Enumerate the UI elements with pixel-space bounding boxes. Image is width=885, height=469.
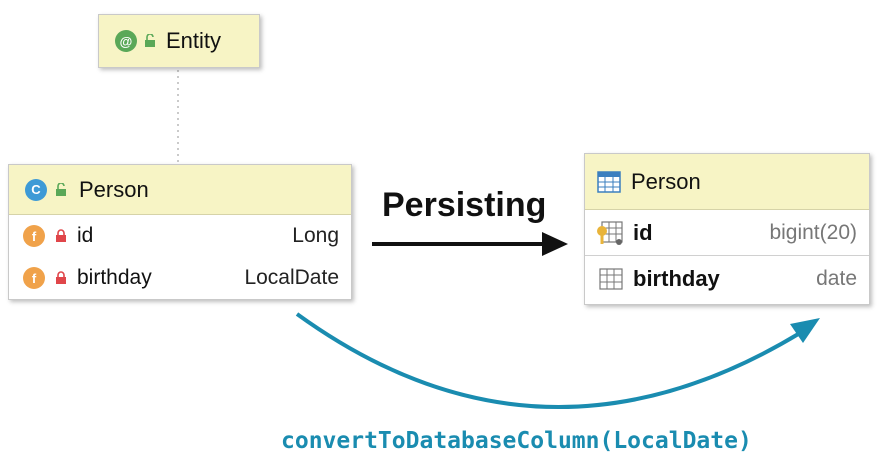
persisting-label: Persisting — [382, 186, 547, 224]
db-column-name: birthday — [633, 266, 720, 291]
lock-icon — [56, 229, 66, 242]
key-column-icon — [597, 220, 623, 245]
annotation-name: Entity — [166, 28, 222, 53]
db-column-row[interactable]: id bigint(20) — [585, 210, 869, 256]
entity-annotation-box[interactable]: @ Entity — [98, 14, 260, 68]
lock-icon — [56, 271, 66, 284]
java-class-name: Person — [79, 176, 149, 202]
java-class-header: C Person — [9, 165, 351, 215]
db-column-type: date — [816, 267, 857, 290]
java-field-type: LocalDate — [244, 266, 339, 289]
table-icon — [597, 170, 621, 193]
db-table-name: Person — [631, 168, 701, 194]
db-column-type: bigint(20) — [769, 220, 857, 244]
unlock-icon — [145, 34, 155, 47]
java-field-row[interactable]: f id Long — [9, 215, 351, 257]
converter-label: convertToDatabaseColumn(LocalDate) — [281, 428, 752, 454]
java-field-row[interactable]: f birthday LocalDate — [9, 257, 351, 299]
db-column-name: id — [633, 219, 653, 245]
column-icon — [599, 268, 623, 290]
java-field-name: id — [77, 224, 94, 247]
db-table-box[interactable]: Person id bigint(20) birthday date — [584, 153, 870, 305]
java-class-box[interactable]: C Person f id Long f birthday LocalDate — [8, 164, 352, 300]
db-table-header: Person — [585, 154, 869, 210]
java-field-type: Long — [292, 224, 339, 247]
field-icon: f — [23, 267, 45, 289]
field-icon: f — [23, 225, 45, 247]
db-column-row[interactable]: birthday date — [585, 256, 869, 302]
unlock-icon — [56, 182, 66, 196]
annotation-icon: @ — [115, 30, 137, 52]
java-field-name: birthday — [77, 266, 152, 289]
class-icon: C — [25, 178, 47, 201]
